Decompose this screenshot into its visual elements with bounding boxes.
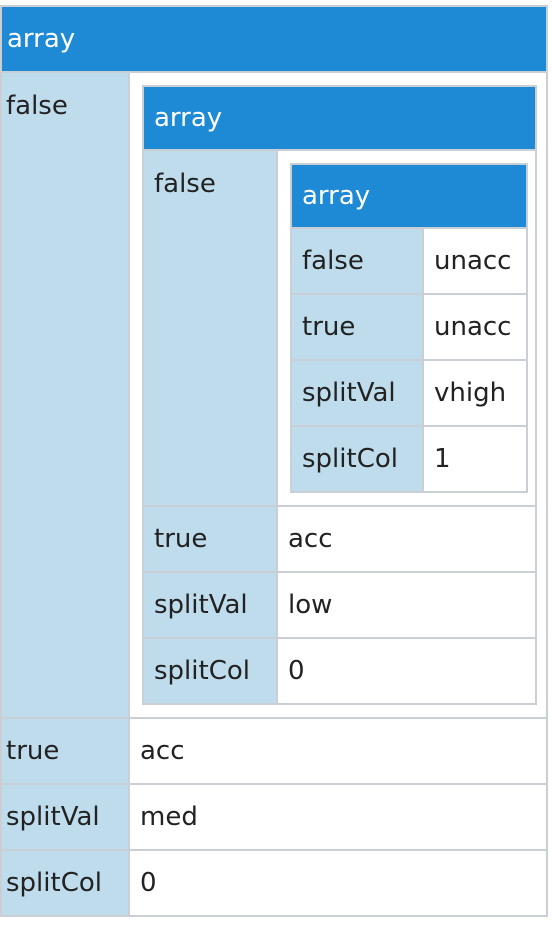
table-row: splitCol 0 [0,849,548,917]
table-row: false unacc [290,227,528,295]
value-true: unacc [422,293,528,361]
key-splitcol: splitCol [142,637,278,705]
key-true: true [142,505,278,573]
table-row: true acc [0,717,548,785]
value-splitval: low [276,571,537,639]
array-header: array [290,163,528,229]
value-false: unacc [422,227,528,295]
table-row: true acc [142,505,537,573]
array-table-root: array false array false [0,5,548,917]
array-header: array [142,85,537,151]
key-splitcol: splitCol [290,425,424,493]
key-splitcol: splitCol [0,849,130,917]
table-row: false array false un [142,149,537,507]
key-true: true [290,293,424,361]
table-row: splitCol 1 [290,425,528,493]
table-row: splitVal vhigh [290,359,528,427]
value-splitcol: 0 [128,849,548,917]
value-splitcol: 0 [276,637,537,705]
key-splitval: splitVal [290,359,424,427]
table-row: false array false [0,71,548,719]
key-false: false [290,227,424,295]
value-true: acc [276,505,537,573]
value-nested-array: array false unacc true unacc [276,149,537,507]
table-row: true unacc [290,293,528,361]
array-table-level2: array false array [142,85,537,705]
key-splitval: splitVal [0,783,130,851]
value-nested-array: array false array [128,71,548,719]
table-row: splitVal low [142,571,537,639]
value-true: acc [128,717,548,785]
key-true: true [0,717,130,785]
key-splitval: splitVal [142,571,278,639]
array-table-level3: array false unacc true unacc [290,163,528,493]
value-splitval: vhigh [422,359,528,427]
array-header: array [0,5,548,73]
value-splitval: med [128,783,548,851]
key-false: false [0,71,130,719]
key-false: false [142,149,278,507]
table-row: splitVal med [0,783,548,851]
table-row: splitCol 0 [142,637,537,705]
value-splitcol: 1 [422,425,528,493]
